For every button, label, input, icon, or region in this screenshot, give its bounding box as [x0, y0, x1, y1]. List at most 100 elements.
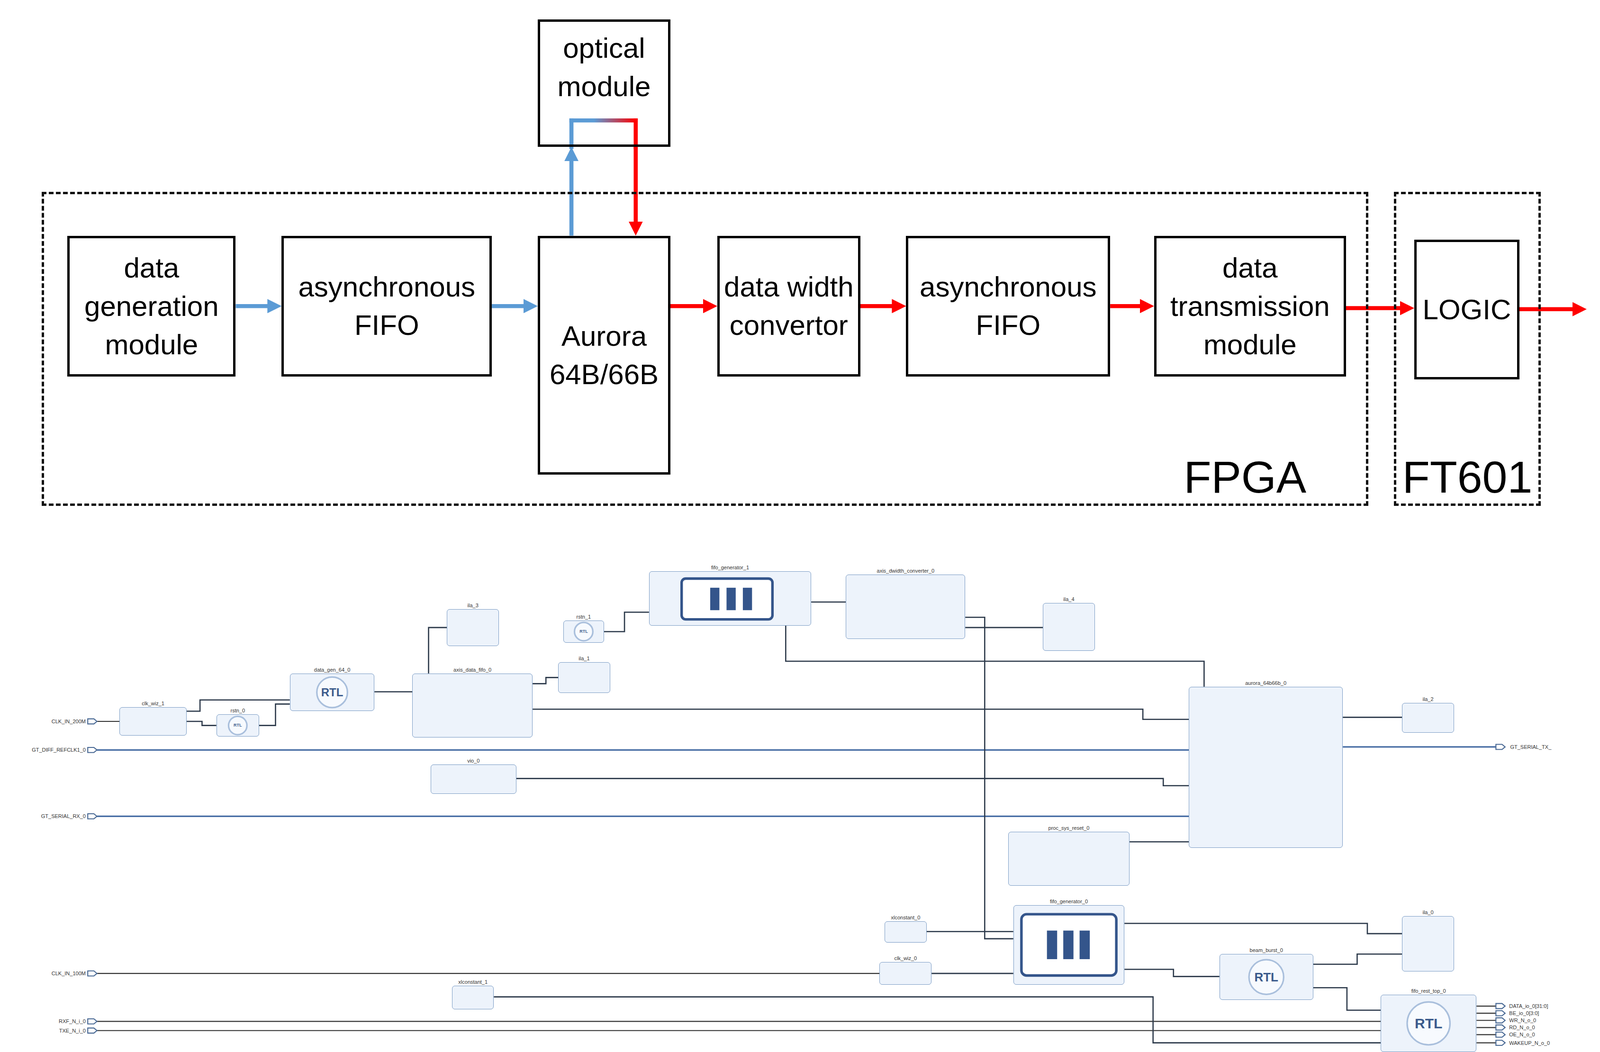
optical-loop [569, 120, 574, 147]
optical-loop [633, 120, 638, 147]
port-symbol [1495, 744, 1505, 751]
net-wire [493, 997, 1381, 1044]
block-fill [1042, 603, 1095, 651]
port-symbol [87, 747, 97, 753]
rtl-badge: RTL [1414, 1016, 1443, 1031]
data-arrow [569, 157, 574, 236]
net-wire [931, 973, 1013, 975]
block-name: ila_3 [467, 602, 479, 609]
port-symbol [87, 971, 97, 977]
block-name: xlconstant_0 [891, 914, 921, 921]
block-fill [451, 985, 494, 1010]
ip-block: fifo_rest_top_0RTL [1380, 994, 1477, 1052]
block-fill [1380, 994, 1477, 1052]
fifo-icon [742, 587, 752, 611]
block-fill [563, 620, 605, 643]
block-fill [884, 921, 927, 943]
block-fill [119, 571, 1477, 1052]
port-name: GT_DIFF_REFCLK1_0 [31, 747, 86, 753]
process-box: optical module [537, 19, 671, 147]
ip-block: rstn_1RTL [563, 620, 605, 643]
block-name: rstn_1 [576, 614, 592, 620]
block-fill [119, 707, 187, 736]
output-arrow [1519, 307, 1577, 312]
net-wire [186, 721, 217, 726]
net-wire [926, 931, 1014, 933]
port-name: RXF_N_i_0 [58, 1018, 86, 1025]
fifo-icon [681, 578, 1117, 976]
net-wire [604, 612, 650, 633]
port-symbol [1495, 1025, 1505, 1031]
ip-block: data_gen_64_0RTL [289, 673, 375, 712]
port-symbol [87, 1019, 97, 1025]
rtl-badge-ring [228, 716, 247, 735]
block-fill [412, 673, 533, 739]
data-arrow [1110, 304, 1144, 309]
port-wire [1476, 1020, 1496, 1022]
port-name: CLK_IN_100M [51, 970, 86, 977]
process-box: asynchronous FIFO [905, 235, 1111, 377]
block-name: ila_1 [578, 655, 590, 662]
net-wire [428, 627, 448, 674]
port-name: CLK_IN_200M [51, 718, 86, 725]
port-name: GT_SERIAL_RX_0 [41, 813, 86, 820]
port-name: DATA_io_0[31:0] [1509, 1003, 1548, 1010]
port-symbol [87, 1028, 97, 1034]
port-wire [1476, 1012, 1496, 1014]
block-fill [1008, 831, 1130, 886]
region-boundary: data generation module asynchronous FIFO A… [41, 191, 1369, 507]
optical-loop [571, 120, 636, 147]
ip-block: ila_1 [558, 662, 611, 694]
ip-block: aurora_64b66b_0 [1188, 687, 1343, 849]
net-wire [811, 601, 846, 604]
output-arrow [1519, 308, 1577, 310]
ip-block: axis_data_fifo_0 [412, 673, 533, 739]
net-wire [259, 704, 290, 726]
ip-block: beam_burst_0RTL [1219, 954, 1314, 1001]
port-name: OE_N_o_0 [1509, 1031, 1535, 1038]
rtl-badge-ring [316, 677, 348, 708]
box-label: Aurora 64B/66B [542, 316, 666, 394]
fifo-icon [1021, 914, 1117, 976]
port-wire [1476, 1005, 1496, 1007]
box-label: optical module [542, 28, 666, 106]
block-name: fifo_generator_0 [1049, 898, 1088, 905]
block-fill [289, 673, 375, 712]
port-name: WAKEUP_N_o_0 [1509, 1040, 1550, 1047]
block-fill [1188, 687, 1343, 849]
port-symbol [1495, 1032, 1505, 1038]
data-arrow [860, 304, 897, 309]
port-name: WR_N_o_0 [1509, 1017, 1537, 1024]
rtl-badge-ring [574, 622, 594, 642]
net-wire [1124, 923, 1402, 935]
optical-loop [571, 118, 636, 123]
gt-wire [97, 815, 1189, 818]
process-box: data width convertor [717, 235, 861, 377]
box-label: asynchronous FIFO [286, 267, 487, 345]
block-name: rstn_0 [230, 707, 246, 714]
process-box: asynchronous FIFO [281, 235, 492, 377]
net-wire [1342, 716, 1402, 719]
data-arrow [235, 304, 272, 309]
box-label: data generation module [72, 248, 231, 364]
block-fill [845, 574, 966, 640]
data-arrow [491, 304, 528, 309]
rtl-badge: RTL [1254, 971, 1279, 984]
rtl-badge: RTL [233, 723, 243, 728]
port-name: TXE_N_i_0 [59, 1028, 86, 1034]
ip-block: axis_dwidth_converter_0 [845, 574, 966, 640]
fifo-icon [681, 578, 773, 620]
ip-block: clk_wiz_0 [879, 962, 932, 985]
net-wire [1313, 987, 1381, 1011]
ip-block: ila_3 [446, 609, 499, 647]
port-wire [97, 973, 880, 975]
port-symbol [87, 813, 97, 820]
block-name: vio_0 [467, 758, 480, 764]
block-fill [1219, 954, 1314, 1001]
ip-block: ila_0 [1401, 916, 1455, 972]
gt-wire [1342, 746, 1496, 748]
ip-block: rstn_0RTL [216, 714, 260, 737]
